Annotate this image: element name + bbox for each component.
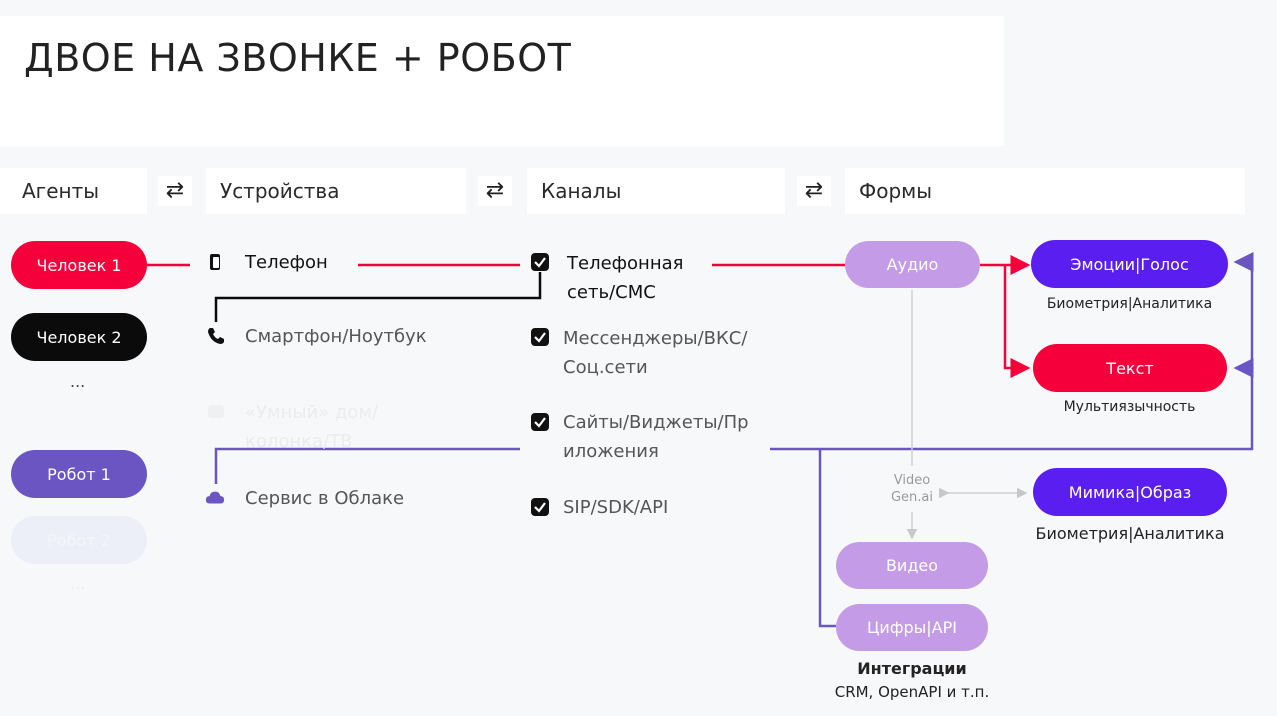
cloud-icon [205, 491, 225, 504]
integrations-caption: CRM, OpenAPI и т.п. [834, 683, 990, 701]
swap-icon: ⇄ [797, 176, 831, 206]
line-sites-digits [818, 449, 836, 628]
form-mimic: Мимика|Образ [1033, 468, 1227, 516]
title-box [0, 16, 1004, 146]
agent-human1: Человек 1 [11, 241, 147, 289]
swap-icon: ⇄ [158, 176, 192, 206]
device-cloud: Сервис в Облаке [245, 488, 405, 509]
device-smartphone: Смартфон/Ноутбук [245, 326, 427, 347]
integrations-title: Интеграции [857, 659, 967, 678]
swap-icon: ⇄ [478, 176, 512, 206]
agent-human2: Человек 2 [11, 313, 147, 361]
handset-icon [208, 328, 224, 344]
phone-icon [210, 254, 220, 270]
checkbox-checked-icon [531, 253, 549, 271]
checkbox-checked-icon [531, 498, 549, 516]
header-devices: Устройства [206, 168, 466, 214]
line-channel-smartphone [214, 272, 542, 322]
page-title: ДВОЕ НА ЗВОНКЕ + РОБОТ [24, 36, 572, 80]
agents-ellipsis-faded: ... [70, 574, 86, 593]
agent-robot1: Робот 1 [11, 450, 147, 498]
line-sites-forms [770, 252, 1254, 451]
mimic-caption: Биометрия|Аналитика [1035, 524, 1225, 543]
video-gen-label: Video Gen.ai [890, 473, 934, 505]
device-smart-home: «Умный» дом/колонка/ТВ [245, 402, 379, 452]
checkbox-checked-icon [531, 328, 549, 346]
header-agents: Агенты [0, 168, 147, 214]
agent-robot2: Робот 2 [11, 516, 147, 564]
checkbox-checked-icon [531, 413, 549, 431]
smart-home-icon [208, 405, 224, 418]
line-cloud-sites [214, 447, 520, 484]
device-phone: Телефон [245, 252, 328, 273]
form-text: Текст [1033, 344, 1227, 392]
header-channels: Каналы [527, 168, 785, 214]
header-forms: Формы [845, 168, 1245, 214]
agents-ellipsis: ... [70, 372, 86, 391]
channel-sip: SIP/SDK/API [563, 497, 669, 518]
form-video: Видео [836, 542, 988, 589]
emotions-caption: Биометрия|Аналитика [1046, 296, 1213, 312]
form-emotions: Эмоции|Голос [1031, 240, 1228, 288]
form-digits: Цифры|API [836, 604, 988, 651]
channel-sites: Сайты/Виджеты/Пр иложения [563, 412, 749, 462]
channel-messengers: Мессенджеры/ВКС/ Соц.сети [563, 328, 748, 378]
form-audio: Аудио [845, 241, 980, 288]
channel-phone-net: Телефонная сеть/СМС [567, 253, 684, 303]
text-caption: Мультиязычность [1063, 399, 1196, 415]
line-audio-text [1003, 265, 1031, 378]
